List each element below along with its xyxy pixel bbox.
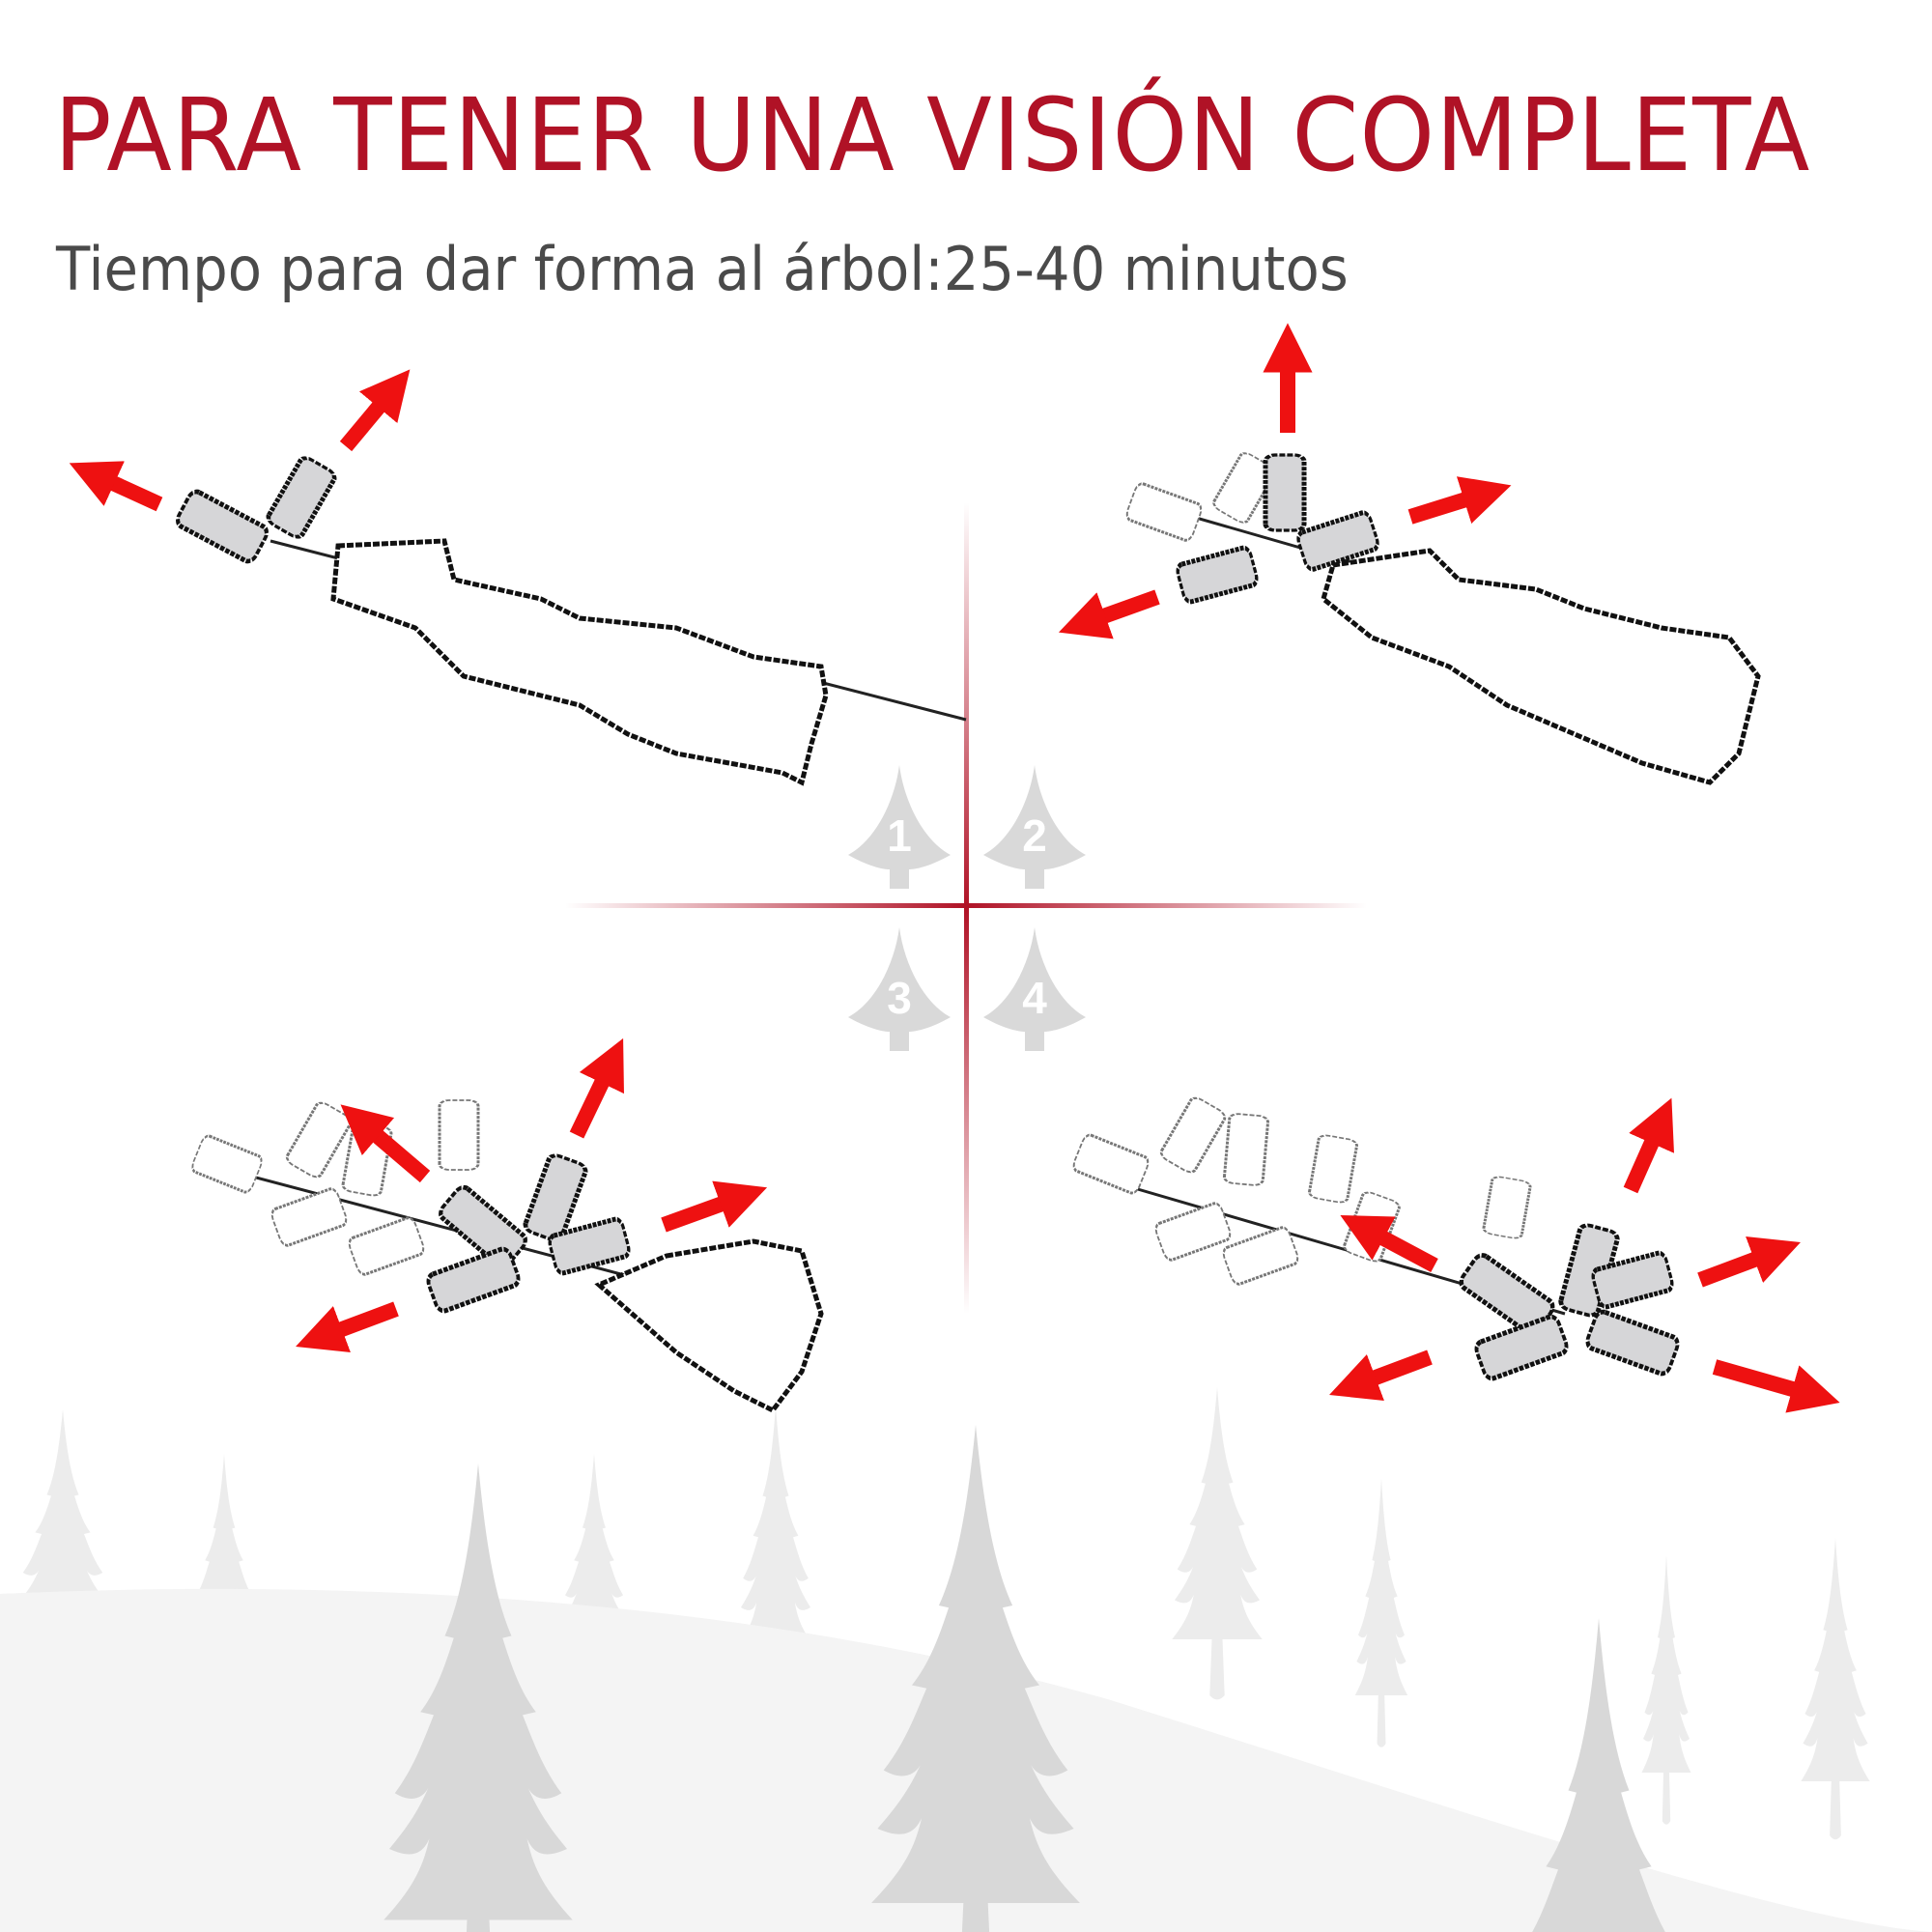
- step-badge-3: 3: [846, 925, 952, 1061]
- step-badge-4: 4: [981, 925, 1088, 1061]
- step-number: 1: [887, 810, 912, 861]
- step-number: 4: [1022, 973, 1047, 1023]
- step-number: 3: [887, 973, 912, 1023]
- tree-badge-icon: [983, 765, 1086, 889]
- step-badge-1: 1: [846, 763, 952, 898]
- shaping-time-subtitle: Tiempo para dar forma al árbol:25-40 min…: [56, 234, 1349, 304]
- tree-badge-icon: [848, 765, 951, 889]
- tree-badge-icon: [983, 927, 1086, 1051]
- step-2-illustration: [1058, 323, 1761, 785]
- step-3-illustration: [188, 1037, 824, 1414]
- folded-branch-body: [330, 538, 829, 786]
- step-1-illustration: [69, 369, 967, 786]
- step-number: 2: [1022, 810, 1047, 861]
- tree-badge-icon: [848, 927, 951, 1051]
- step-badge-2: 2: [981, 763, 1088, 898]
- step-4-illustration: [1069, 1094, 1840, 1413]
- page-title: PARA TENER UNA VISIÓN COMPLETA: [54, 76, 1811, 194]
